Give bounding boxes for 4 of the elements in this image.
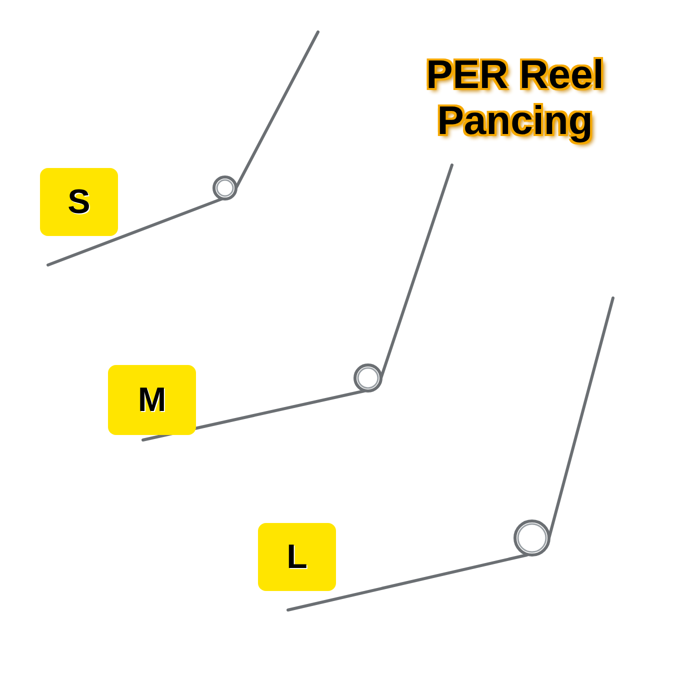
size-badge: S	[40, 168, 118, 236]
size-badge: M	[108, 365, 196, 435]
size-badge: L	[258, 523, 336, 591]
title: PER Reel Pancing	[425, 52, 605, 144]
